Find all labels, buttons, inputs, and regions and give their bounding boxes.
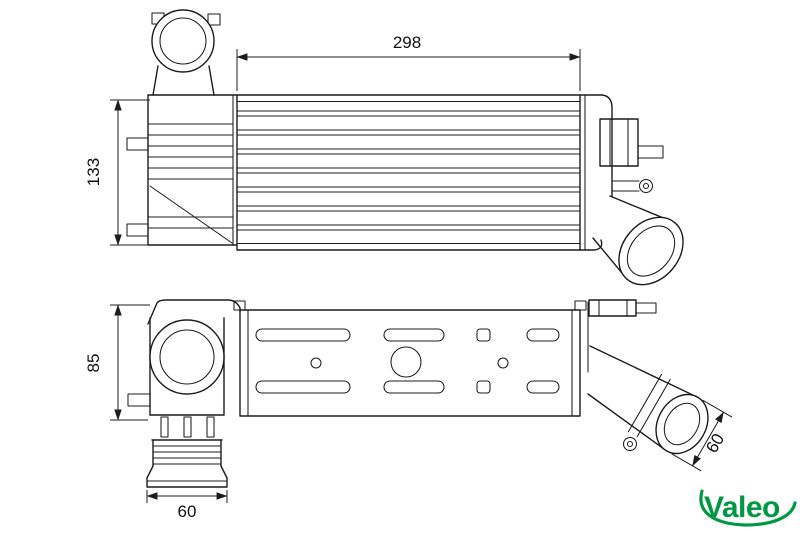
core-bottom-view xyxy=(233,300,587,417)
outlet-bottom-view xyxy=(587,345,709,455)
bracket-ribs xyxy=(147,123,234,244)
mount-bracket xyxy=(599,118,639,167)
hose-connector-bottom-view xyxy=(146,439,228,488)
dim-label-hose-diameter: 60 xyxy=(178,502,197,521)
brand-wordmark: Valeo xyxy=(704,491,780,524)
mount-bracket-plan xyxy=(588,299,637,317)
outlet-port-top-view xyxy=(592,195,684,286)
clip-right xyxy=(574,300,587,311)
core-hole-large xyxy=(390,346,422,378)
mount-pin-lower xyxy=(126,223,149,237)
flange-bolt-icon xyxy=(622,436,638,452)
core-tube-lines xyxy=(236,110,581,231)
dim-width-298: 298 xyxy=(236,33,581,91)
dim-height-133: 133 xyxy=(84,99,150,246)
core-top-view xyxy=(236,94,581,251)
dim-width-60: 60 xyxy=(146,490,228,521)
bracket-pin xyxy=(637,145,664,159)
dim-label-core-width: 298 xyxy=(393,33,421,52)
dim-label-tank-height-top: 133 xyxy=(84,158,103,186)
core-slots xyxy=(255,328,560,394)
right-tank-bottom-view xyxy=(587,299,657,373)
bolt-icon xyxy=(638,178,654,194)
left-port-bottom-view xyxy=(127,299,241,438)
dim-label-outlet-diameter: 60 xyxy=(702,430,728,456)
core-hole-small-left xyxy=(310,357,322,369)
mount-pin-upper xyxy=(126,137,149,151)
core-hole-small-right xyxy=(497,357,509,369)
dim-height-85: 85 xyxy=(84,304,150,421)
inlet-neck xyxy=(152,65,215,96)
top-view: 298 133 xyxy=(84,9,684,286)
mount-pin xyxy=(127,393,151,407)
bottom-view: 85 60 60 xyxy=(84,299,733,521)
left-tank-top-view xyxy=(126,65,238,246)
inlet-port-icon xyxy=(151,9,221,73)
dim-label-tank-height-bottom: 85 xyxy=(84,354,103,373)
bracket-pin-plan xyxy=(635,302,657,314)
valeo-logo: Valeo xyxy=(699,489,797,527)
valeo-swoosh-icon xyxy=(699,489,797,527)
housing-tabs xyxy=(160,416,215,438)
